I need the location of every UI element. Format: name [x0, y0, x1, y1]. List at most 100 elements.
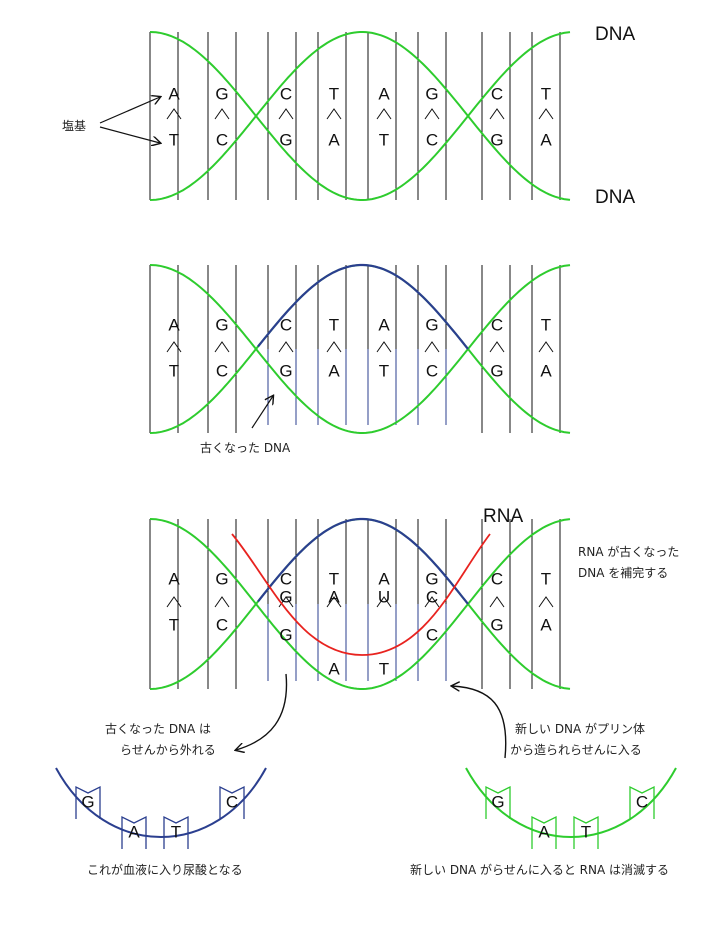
right-note-line2: から造られらせんに入る — [510, 743, 642, 757]
base-letter: A — [168, 569, 180, 588]
base-letter: A — [168, 315, 180, 334]
base-letter: C — [216, 615, 228, 634]
rna-label: RNA — [483, 506, 523, 527]
base-letter: G — [279, 130, 292, 149]
insert-arrow — [452, 686, 507, 759]
base-letter: C — [491, 84, 503, 103]
pair-chevron — [538, 108, 554, 120]
base-pair-rungs — [149, 519, 561, 689]
old-dna-label: 古くなった DNA — [200, 440, 291, 455]
base-letter: A — [538, 822, 550, 841]
base-letter: G — [279, 361, 292, 380]
base-letter: T — [541, 569, 551, 588]
pair-chevron — [538, 341, 554, 353]
pair-chevron — [326, 108, 342, 120]
pair-chevron — [166, 596, 182, 608]
strand-b — [149, 31, 571, 201]
base-letter: T — [541, 84, 551, 103]
base-letter: T — [329, 84, 339, 103]
rna-note-line1: RNA が古くなった — [578, 544, 679, 559]
strand-a — [149, 264, 571, 434]
pair-chevron — [166, 341, 182, 353]
old-dna-strand — [257, 263, 469, 350]
pair-chevron — [376, 341, 392, 353]
base-letter: C — [226, 792, 238, 811]
base-pair-rungs — [149, 32, 561, 200]
base-letter: G — [279, 625, 292, 644]
base-letter: T — [379, 130, 389, 149]
pair-chevron — [214, 596, 230, 608]
base-letter: G — [425, 569, 438, 588]
rna-strand — [231, 533, 491, 656]
dna-strands — [149, 263, 571, 434]
dna-bottom-label: DNA — [595, 187, 635, 208]
strand-a — [149, 31, 571, 201]
base-letter: G — [215, 569, 228, 588]
base-letter: C — [491, 569, 503, 588]
right-caption: 新しい DNA がらせんに入ると RNA は消滅する — [410, 862, 669, 877]
base-letter: A — [540, 615, 552, 634]
pair-chevron — [489, 596, 505, 608]
pair-chevron — [326, 596, 342, 608]
panel-dna-exchange: 古くなった DNA は らせんから外れる 新しい DNA がプリン体 から造られ… — [55, 721, 677, 877]
base-letter: C — [426, 130, 438, 149]
pair-chevron — [424, 596, 440, 608]
base-letter: G — [279, 587, 292, 606]
strand-b — [149, 264, 571, 434]
base-letter: G — [215, 84, 228, 103]
base-letter: G — [81, 792, 94, 811]
base-letter: C — [491, 315, 503, 334]
base-label: 塩基 — [62, 118, 86, 133]
base-letter: G — [490, 130, 503, 149]
pair-chevron — [489, 108, 505, 120]
base-letter: C — [426, 361, 438, 380]
pair-chevron — [278, 108, 294, 120]
base-letter: T — [169, 361, 179, 380]
base-letter: C — [216, 361, 228, 380]
base-letter: C — [280, 84, 292, 103]
base-letter: G — [425, 315, 438, 334]
base-letter: C — [426, 587, 438, 606]
base-letter: T — [581, 822, 591, 841]
base-letter: A — [378, 315, 390, 334]
base-letter: A — [328, 130, 340, 149]
base-letter: C — [426, 625, 438, 644]
pair-chevron — [326, 341, 342, 353]
base-letter: A — [168, 84, 180, 103]
base-letter: T — [541, 315, 551, 334]
base-letter: T — [171, 822, 181, 841]
nucleotide-box — [75, 785, 101, 819]
base-letter: U — [378, 587, 390, 606]
base-pointer-arrow-bottom — [99, 126, 160, 143]
dna-strands — [149, 31, 571, 201]
base-letter: A — [328, 659, 340, 678]
base-letter: A — [540, 361, 552, 380]
base-letter: T — [169, 615, 179, 634]
base-letter: C — [216, 130, 228, 149]
dna-strands — [149, 517, 571, 690]
base-letter: T — [329, 569, 339, 588]
base-letter: A — [328, 587, 340, 606]
rna-note-line2: DNA を補完する — [578, 565, 668, 580]
pair-chevron — [489, 341, 505, 353]
base-pair-rungs — [149, 265, 561, 433]
base-letter: A — [378, 84, 390, 103]
nucleotide-box — [121, 815, 147, 849]
old-dna-pointer-arrow — [251, 396, 273, 429]
base-letter: C — [280, 569, 292, 588]
nucleotide-box — [163, 815, 189, 849]
pair-chevron — [424, 108, 440, 120]
base-letter: G — [490, 361, 503, 380]
base-letter: T — [329, 315, 339, 334]
pair-chevron — [376, 108, 392, 120]
base-letter: T — [379, 361, 389, 380]
pair-chevron — [424, 341, 440, 353]
pair-chevron — [538, 596, 554, 608]
base-letter: A — [328, 361, 340, 380]
